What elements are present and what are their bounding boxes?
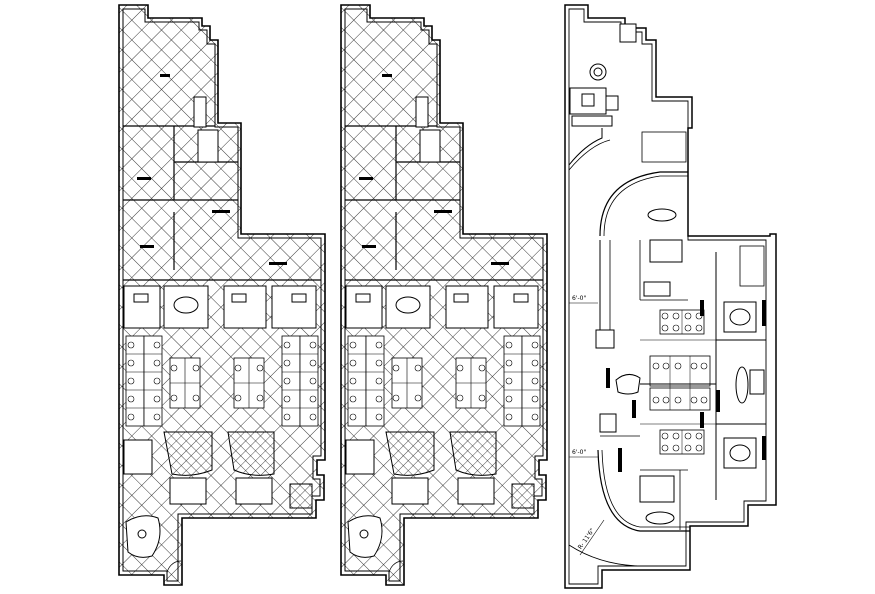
flooring-plan-b (340, 4, 548, 586)
flooring-plan-a (118, 4, 326, 586)
furniture-layout-plan: 6'-0" 6'-0" R- 11'6" (564, 4, 777, 589)
dimension-label-corridor-top: 6'-0" (572, 295, 586, 302)
dimension-label-corridor-bottom: 6'-0" (572, 449, 586, 456)
